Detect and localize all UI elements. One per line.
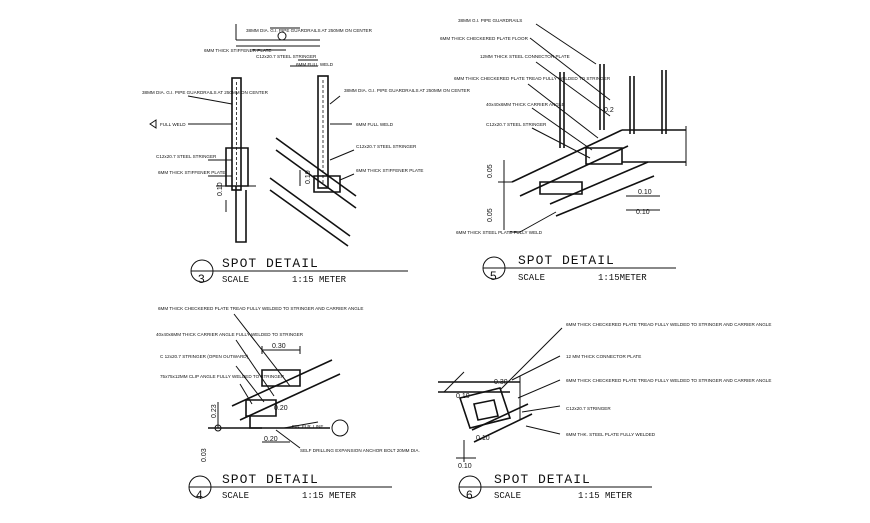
- note: 12MM THICK STEEL CONNECTOR PLATE: [480, 54, 570, 59]
- note: 6MM THICK CHECKERED PLATE TREAD FULLY WE…: [454, 76, 611, 81]
- note: 6MM THICK STIFFENER PLATE: [158, 170, 225, 175]
- dimension: 0.30: [272, 343, 286, 350]
- note: 40x40x6MM THICK CARRIER ANGLE: [486, 102, 565, 107]
- note: FULL WELD: [160, 122, 186, 127]
- note: 38MM G.I. PIPE GUARDRAILS: [458, 18, 522, 23]
- note: 38MM DIA. G.I. PIPE GUARDRAILS AT 250MM …: [344, 88, 471, 93]
- scale-label: SCALE: [518, 273, 545, 283]
- dimension: 0.10: [217, 182, 224, 196]
- note: 38MM DIA. G.I. PIPE GUARDRAILS AT 250MM …: [142, 90, 269, 95]
- detail-4: 6MM THICK CHECKERED PLATE TREAD FULLY WE…: [156, 306, 420, 502]
- note: 6MM THICK CHECKERED PLATE TREAD FULLY WE…: [566, 322, 771, 327]
- scale-value: 1:15 METER: [578, 491, 633, 501]
- scale-value: 1:15METER: [598, 273, 647, 283]
- dimension: 0.2: [604, 107, 614, 114]
- note: 75x75x12MM CLIP ANGLE FULLY WELDED TO ST…: [160, 374, 285, 379]
- scale-label: SCALE: [494, 491, 521, 501]
- note: 6MM THICK STIFFENER PLATE: [204, 48, 271, 53]
- detail-title: SPOT DETAIL: [222, 472, 319, 487]
- detail-number: 3: [198, 272, 205, 286]
- note: 12 MM THICK CONNECTOR PLATE: [566, 354, 641, 359]
- dimension: 0.23: [211, 404, 218, 418]
- dimension: 0.10: [636, 209, 650, 216]
- note: C12x20.7 STEEL STRINGER: [486, 122, 547, 127]
- note: 6MM THICK CHECKERED PLATE TREAD FULLY WE…: [158, 306, 363, 311]
- dimension: 0.03: [201, 448, 208, 462]
- note: 6MM THICK STIFFENER PLATE: [356, 168, 423, 173]
- note: 6MM THICK CHECKERED PLATE FLOOR: [440, 36, 529, 41]
- note: FIN. FLR. LINE: [292, 424, 323, 429]
- note: 6MM FULL WELD: [356, 122, 394, 127]
- detail-6: 6MM THICK CHECKERED PLATE TREAD FULLY WE…: [438, 322, 771, 502]
- detail-5: 38MM G.I. PIPE GUARDRAILS 6MM THICK CHEC…: [440, 18, 687, 283]
- note: C12x20.7 STEEL STRINGER: [356, 144, 417, 149]
- scale-label: SCALE: [222, 275, 249, 285]
- detail-number: 5: [490, 269, 497, 283]
- note: C12x20.7 STEEL STRINGER: [256, 54, 317, 59]
- note: 6MM THICK STEEL PLATE FULLY WELD: [456, 230, 543, 235]
- dimension: 0.10: [456, 393, 470, 400]
- scale-value: 1:15 METER: [302, 491, 357, 501]
- note: SELF DRILLING EXPANSION ANCHOR BOLT 20MM…: [300, 448, 420, 453]
- scale-value: 1:15 METER: [292, 275, 347, 285]
- note: 6MM THK. STEEL PLATE FULLY WELDED: [566, 432, 656, 437]
- note: C12x20.7 STRINGER: [566, 406, 611, 411]
- detail-number: 6: [466, 488, 473, 502]
- detail-number: 4: [196, 488, 203, 502]
- dimension: 0.10: [305, 170, 312, 184]
- dimension: 0.05: [487, 164, 494, 178]
- dimension: 0.10: [458, 463, 472, 470]
- dimension: 0.10: [476, 435, 490, 442]
- dimension: 0.20: [274, 405, 288, 412]
- detail-3: 38MM DIA. G.I. PIPE GUARDRAILS AT 250MM …: [142, 24, 471, 286]
- detail-title: SPOT DETAIL: [518, 253, 615, 268]
- note: 6MM FULL WELD: [296, 62, 334, 67]
- dimension: 0.05: [487, 208, 494, 222]
- dimension: 0.20: [264, 436, 278, 443]
- note: 38MM DIA. G.I. PIPE GUARDRAILS AT 250MM …: [246, 28, 373, 33]
- dimension: 0.30: [494, 379, 508, 386]
- note: 6MM THICK CHECKERED PLATE TREAD FULLY WE…: [566, 378, 771, 383]
- note: 40x40x6MM THICK CARRIER ANGLE FULLY WELD…: [156, 332, 304, 337]
- detail-title: SPOT DETAIL: [222, 256, 319, 271]
- note: C 12x20.7 STRINGER (OPEN OUTWARD): [160, 354, 249, 359]
- scale-label: SCALE: [222, 491, 249, 501]
- note: C12x20.7 STEEL STRINGER: [156, 154, 217, 159]
- dimension: 0.10: [638, 189, 652, 196]
- detail-title: SPOT DETAIL: [494, 472, 591, 487]
